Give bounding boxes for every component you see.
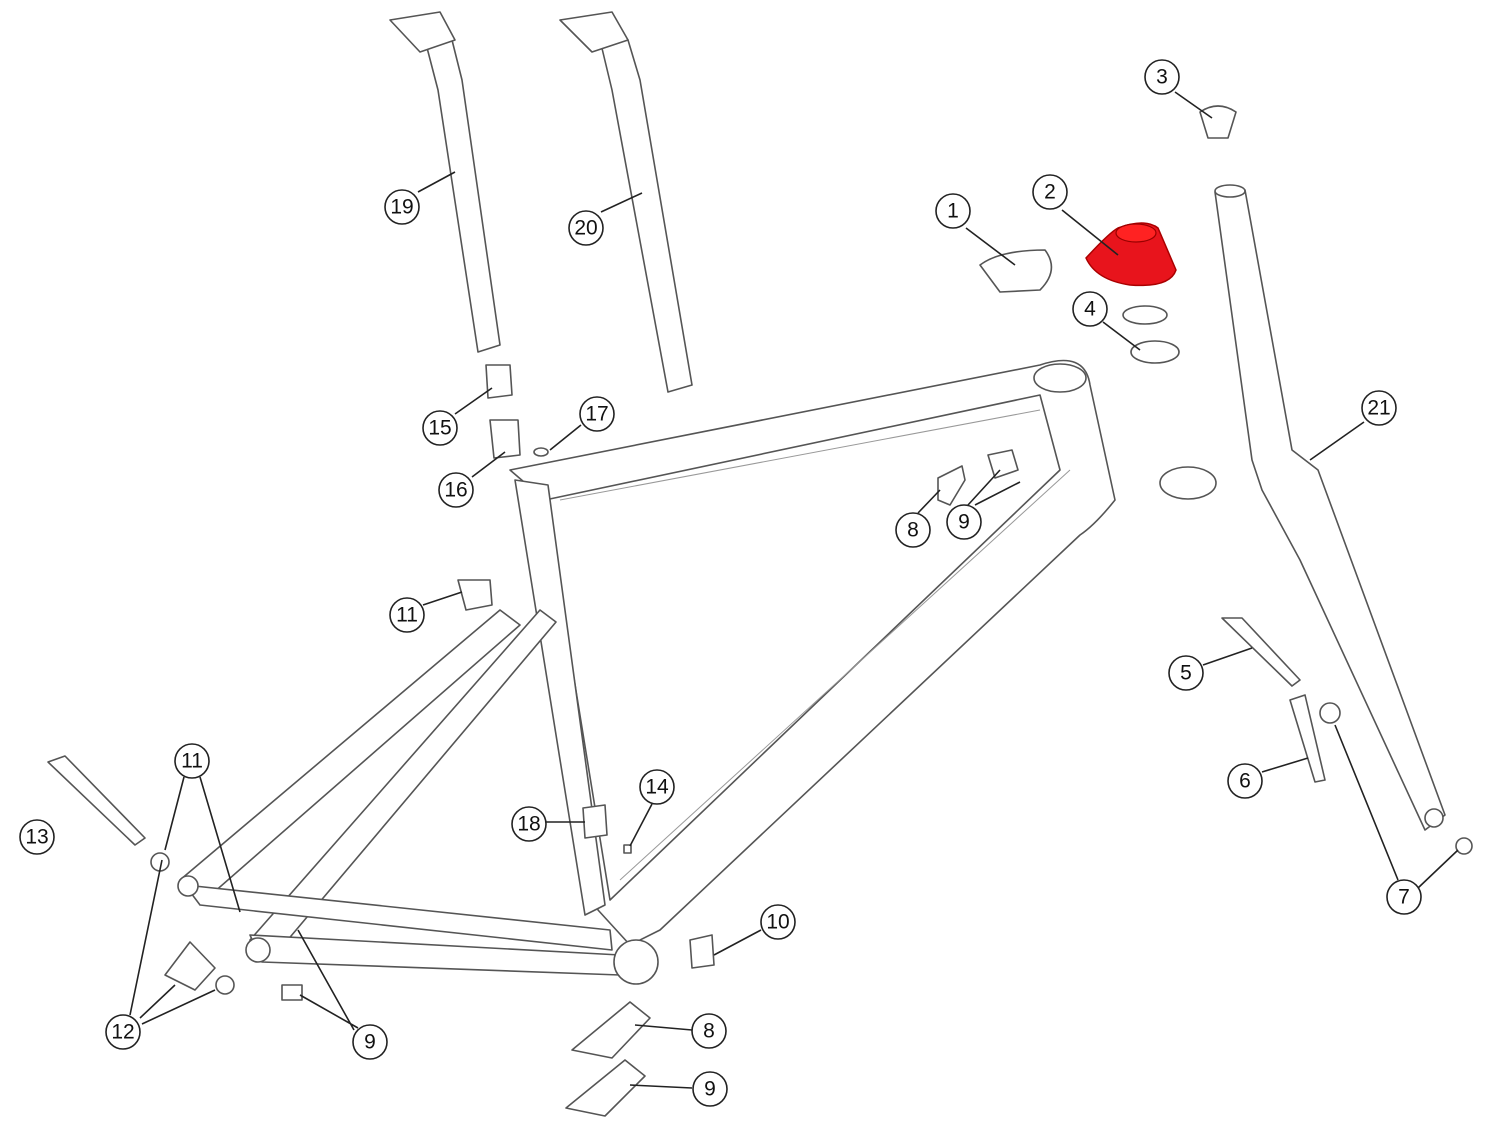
callout-3: 3 — [1144, 59, 1180, 95]
svg-text:14: 14 — [645, 776, 669, 799]
svg-text:9: 9 — [958, 511, 970, 534]
svg-text:13: 13 — [25, 826, 48, 849]
callout-4: 4 — [1072, 291, 1108, 327]
callout-18: 18 — [511, 806, 547, 842]
callout-12: 12 — [105, 1014, 141, 1050]
svg-text:16: 16 — [444, 479, 467, 502]
svg-text:19: 19 — [390, 196, 413, 219]
seatpost-20 — [559, 11, 693, 393]
callout-6: 6 — [1227, 763, 1263, 799]
callout-16: 16 — [438, 472, 474, 508]
headset-top-cover-2-highlighted — [1085, 222, 1177, 287]
callout-9: 9 — [352, 1024, 388, 1060]
svg-text:18: 18 — [517, 813, 540, 836]
svg-text:4: 4 — [1084, 298, 1096, 321]
svg-text:15: 15 — [428, 417, 451, 440]
svg-text:8: 8 — [703, 1020, 715, 1043]
callout-11: 11 — [389, 597, 425, 633]
svg-text:21: 21 — [1367, 397, 1390, 420]
callout-13: 13 — [19, 819, 55, 855]
callout-8: 8 — [691, 1013, 727, 1049]
callout-9: 9 — [946, 504, 982, 540]
svg-text:9: 9 — [364, 1031, 376, 1054]
callout-17: 17 — [579, 396, 615, 432]
callout-7: 7 — [1386, 879, 1422, 915]
svg-text:20: 20 — [574, 217, 597, 240]
svg-text:11: 11 — [181, 750, 203, 773]
fork-21 — [1214, 184, 1446, 831]
callout-21: 21 — [1361, 390, 1397, 426]
svg-text:17: 17 — [585, 403, 608, 426]
callout-5: 5 — [1168, 655, 1204, 691]
callout-2: 2 — [1032, 174, 1068, 210]
callouts: 3 2 1 4 19 20 21 15 17 16 8 9 11 5 6 11 … — [19, 59, 1422, 1107]
callout-20: 20 — [568, 210, 604, 246]
svg-text:12: 12 — [111, 1021, 134, 1044]
small-parts — [47, 364, 1473, 1117]
callout-14: 14 — [639, 769, 675, 805]
svg-text:9: 9 — [704, 1078, 716, 1101]
callout-11: 11 — [174, 743, 210, 779]
seatpost-19 — [389, 11, 501, 353]
frame — [177, 359, 1116, 985]
callout-15: 15 — [422, 410, 458, 446]
svg-text:3: 3 — [1156, 66, 1168, 89]
headset-parts — [979, 105, 1237, 500]
svg-text:7: 7 — [1398, 886, 1410, 909]
callout-19: 19 — [384, 189, 420, 225]
svg-text:8: 8 — [907, 519, 919, 542]
callout-1: 1 — [935, 193, 971, 229]
svg-text:1: 1 — [947, 200, 959, 223]
svg-text:5: 5 — [1180, 662, 1192, 685]
svg-text:6: 6 — [1239, 770, 1251, 793]
svg-text:11: 11 — [396, 604, 418, 627]
svg-text:2: 2 — [1044, 181, 1056, 204]
callout-9: 9 — [692, 1071, 728, 1107]
callout-10: 10 — [760, 904, 796, 940]
callout-8: 8 — [895, 512, 931, 548]
leader-lines — [129, 91, 1459, 1089]
svg-text:10: 10 — [766, 911, 789, 934]
